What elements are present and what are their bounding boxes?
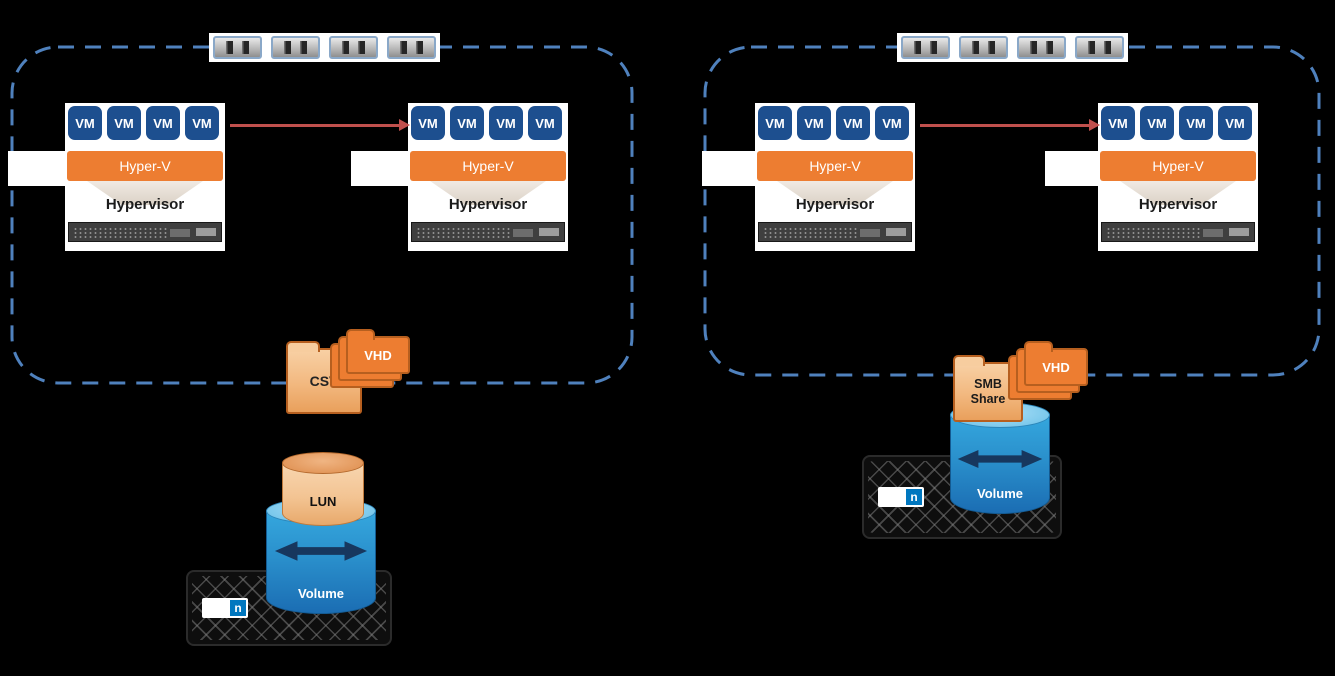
- vhd-folder-stack-right: VHD: [1008, 341, 1090, 402]
- network-switch-icon: [271, 36, 320, 59]
- network-switch-icon: [329, 36, 378, 59]
- double-arrow-icon: [274, 541, 368, 561]
- network-switch-icon: [1075, 36, 1124, 59]
- hyperv-bar: Hyper-V: [757, 151, 913, 181]
- server-rack-icon: [411, 222, 565, 242]
- volume-label: Volume: [977, 486, 1023, 501]
- network-switch-row-left: [209, 33, 440, 62]
- hypervisor-label: Hypervisor: [448, 196, 528, 213]
- vm-box: VM: [107, 106, 141, 140]
- server-rack-icon: [1101, 222, 1255, 242]
- vm-row: VM VM VM VM: [758, 106, 909, 140]
- vhd-folder-stack-left: VHD: [330, 329, 412, 390]
- smb-share-folder-icon: SMB Share: [953, 355, 1023, 422]
- cylinder-body: [266, 511, 376, 614]
- vm-box: VM: [1101, 106, 1135, 140]
- hyperv-host-right-2: VM VM VM VM Hyper-V Hypervisor: [1098, 103, 1258, 251]
- netapp-logo-icon: n: [906, 489, 922, 505]
- vm-box: VM: [68, 106, 102, 140]
- smb-share-label: SMB Share: [970, 377, 1006, 406]
- migration-arrow-left: [230, 119, 410, 131]
- vm-box: VM: [1218, 106, 1252, 140]
- cylinder-top: [282, 452, 364, 474]
- vm-box: VM: [489, 106, 523, 140]
- double-arrow-icon: [957, 450, 1043, 468]
- vhd-label: VHD: [1042, 359, 1070, 375]
- network-switch-icon: [901, 36, 950, 59]
- blank-label: [1045, 151, 1102, 186]
- volume-label: Volume: [298, 586, 344, 601]
- netapp-logo-icon: n: [230, 600, 246, 616]
- vm-box: VM: [450, 106, 484, 140]
- vhd-folder-icon: VHD: [346, 329, 410, 374]
- netapp-bezel-label: n: [878, 487, 924, 507]
- network-switch-row-right: [897, 33, 1128, 62]
- vm-box: VM: [797, 106, 831, 140]
- blank-label: [351, 151, 408, 186]
- vm-box: VM: [146, 106, 180, 140]
- migration-arrow-right: [920, 119, 1100, 131]
- hyperv-host-right-1: VM VM VM VM Hyper-V Hypervisor: [755, 103, 915, 251]
- hyperv-bar: Hyper-V: [1100, 151, 1256, 181]
- server-rack-icon: [758, 222, 912, 242]
- hyperv-host-left-1: VM VM VM VM Hyper-V Hypervisor: [65, 103, 225, 251]
- network-switch-icon: [213, 36, 262, 59]
- network-switch-icon: [387, 36, 436, 59]
- hypervisor-label: Hypervisor: [1138, 196, 1218, 213]
- vhd-folder-icon: VHD: [1024, 341, 1088, 386]
- vm-row: VM VM VM VM: [1101, 106, 1252, 140]
- vm-box: VM: [528, 106, 562, 140]
- hyperv-bar: Hyper-V: [67, 151, 223, 181]
- blank-label: [8, 151, 65, 186]
- hypervisor-label: Hypervisor: [105, 196, 185, 213]
- hyperv-host-left-2: VM VM VM VM Hyper-V Hypervisor: [408, 103, 568, 251]
- lun-cylinder: LUN: [282, 452, 364, 526]
- vm-box: VM: [411, 106, 445, 140]
- vm-row: VM VM VM VM: [411, 106, 562, 140]
- netapp-bezel-label: n: [202, 598, 248, 618]
- vm-box: VM: [1179, 106, 1213, 140]
- network-switch-icon: [959, 36, 1008, 59]
- vm-box: VM: [758, 106, 792, 140]
- hyperv-bar: Hyper-V: [410, 151, 566, 181]
- lun-label: LUN: [309, 494, 337, 509]
- vm-row: VM VM VM VM: [68, 106, 219, 140]
- vm-box: VM: [185, 106, 219, 140]
- vm-box: VM: [1140, 106, 1174, 140]
- vm-box: VM: [875, 106, 909, 140]
- network-switch-icon: [1017, 36, 1066, 59]
- blank-label: [702, 151, 759, 186]
- volume-cylinder-right: Volume: [950, 402, 1050, 514]
- cylinder-body: [950, 415, 1050, 514]
- server-rack-icon: [68, 222, 222, 242]
- hypervisor-label: Hypervisor: [795, 196, 875, 213]
- vm-box: VM: [836, 106, 870, 140]
- vhd-label: VHD: [364, 347, 392, 363]
